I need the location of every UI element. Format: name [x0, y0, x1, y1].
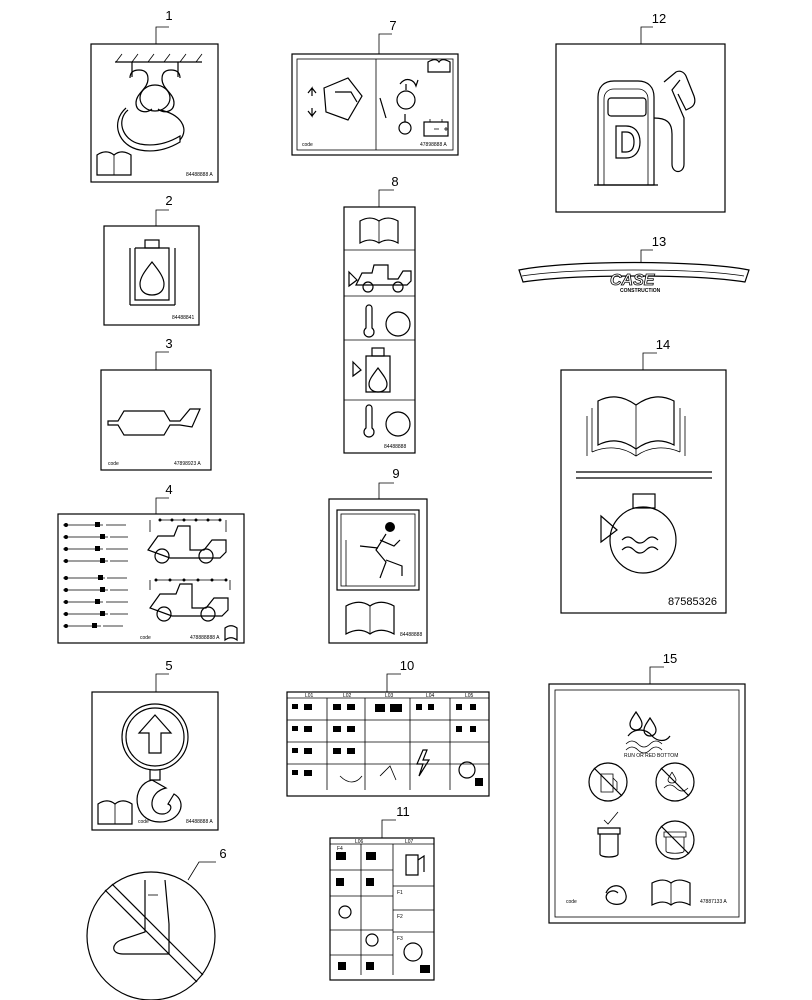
callout-6: 6: [219, 846, 226, 861]
callout-1: 1: [165, 8, 172, 23]
decal-15-code-left: code: [566, 899, 577, 905]
service-point-list: [63, 522, 128, 628]
decal-11-header-l06: L06: [355, 839, 364, 845]
fuel-pump-icon: [594, 70, 696, 186]
decal-4: code 478888888 A: [57, 513, 245, 644]
decal-11: L06 L07 F1 F2 F3 F4: [329, 837, 435, 981]
decal-11-fuse-2: F2: [397, 914, 403, 920]
decal-8: 84488888: [343, 206, 416, 454]
callout-2: 2: [165, 193, 172, 208]
loader-icon: [147, 525, 229, 622]
decal-11-header-l07: L07: [405, 839, 414, 845]
decal-15-code-right: 47887133 A: [700, 899, 727, 905]
callout-8: 8: [391, 174, 398, 189]
decal-12: [555, 43, 726, 213]
book-icon: [345, 601, 395, 636]
callout-11: 11: [396, 804, 410, 819]
decal-4-code-right: 478888888 A: [190, 635, 220, 641]
decal-6: [86, 871, 216, 1000]
decal-13-sub: CONSTRUCTION: [620, 288, 661, 294]
callout-15: 15: [663, 651, 677, 666]
decal-5-code-right: 84488888 A: [186, 819, 213, 825]
decal-7: code 47898888 A: [291, 53, 459, 156]
decal-14-code: 87585326: [668, 596, 717, 608]
decal-10: L01 L02 L03 L04 L05: [286, 691, 490, 797]
decal-15: RUN OR RED BOTTOM code 47887133 A: [548, 683, 746, 924]
callout-5: 5: [165, 658, 172, 673]
callouts: 1 2 3 4 5 6 7 8 9 10 11 12 13 14 15: [155, 8, 677, 881]
book-icon: [97, 800, 133, 825]
decal-11-fuse-3: F3: [397, 936, 403, 942]
callout-7: 7: [389, 18, 396, 33]
book-icon: [651, 879, 691, 906]
decal-13: CASE CONSTRUCTION: [518, 261, 750, 294]
decal-5: code 84488888 A: [91, 691, 219, 831]
decal-1: 84488888 A: [90, 43, 219, 183]
hydraulic-oil-icon: [129, 239, 176, 306]
decal-4-code-left: code: [140, 635, 151, 641]
engine-coolant-icon: [600, 493, 677, 574]
decal-11-fuse-4: F4: [337, 846, 343, 852]
running-man-exit-icon: [336, 509, 420, 591]
decal-9: 84488888: [328, 498, 428, 644]
decal-10-header-l05: L05: [465, 693, 474, 699]
callout-10: 10: [400, 658, 414, 673]
decal-2: 84488841: [103, 225, 200, 326]
decal-7-code-right: 47898888 A: [420, 142, 447, 148]
callout-12: 12: [652, 11, 666, 26]
decal-7-code-left: code: [302, 142, 313, 148]
book-icon: [586, 396, 686, 457]
callout-3: 3: [165, 336, 172, 351]
decal-14: 87585326: [560, 369, 727, 614]
decal-10-header-l03: L03: [385, 693, 394, 699]
callout-4: 4: [165, 482, 172, 497]
decal-8-code: 84488888: [384, 444, 406, 450]
callout-13: 13: [652, 234, 666, 249]
decal-1-code: 84488888 A: [186, 172, 213, 178]
book-icon: [96, 151, 132, 176]
callout-9: 9: [392, 466, 399, 481]
decal-15-small-text: RUN OR RED BOTTOM: [624, 753, 678, 759]
decal-10-header-l02: L02: [343, 693, 352, 699]
decal-13-brand: CASE: [610, 272, 656, 289]
decal-10-header-l01: L01: [305, 693, 314, 699]
hook-icon: [136, 770, 182, 823]
decal-9-code: 84488888: [400, 632, 422, 638]
decal-10-header-l04: L04: [426, 693, 435, 699]
decal-3-code-left: code: [108, 461, 119, 467]
decal-3: code 47898923 A: [100, 369, 212, 471]
decal-2-code: 84488841: [172, 315, 194, 321]
decal-3-code-right: 47898923 A: [174, 461, 201, 467]
decal-5-code-left: code: [138, 819, 149, 825]
callout-14: 14: [656, 337, 670, 352]
decal-11-fuse-1: F1: [397, 890, 403, 896]
